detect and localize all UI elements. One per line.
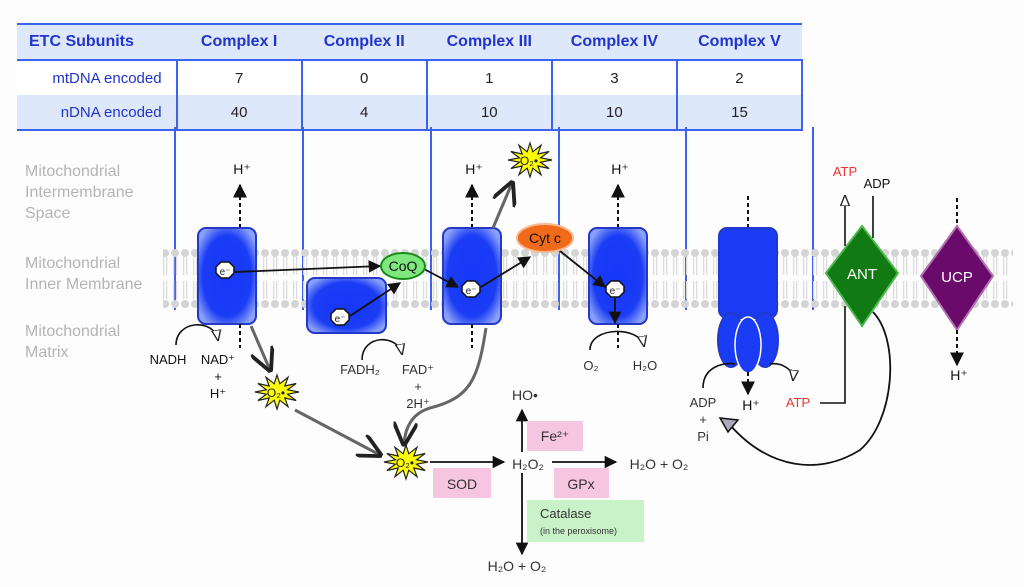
catalase-label: Catalase xyxy=(540,506,591,521)
ant-label: ANT xyxy=(847,266,877,283)
superoxide-label: O₂• xyxy=(396,456,414,470)
inner-membrane-bilayer xyxy=(163,249,1013,311)
electron-tokens: e⁻ e⁻ e⁻ e⁻ xyxy=(215,261,625,326)
h2o2-label: H₂O₂ xyxy=(512,456,544,472)
two-h-plus-label: 2H⁺ xyxy=(406,396,429,411)
atp-synthesis: ADP + Pi ATP ATP ADP xyxy=(690,164,892,466)
label-inner-membrane: Mitochondrial Inner Membrane xyxy=(25,255,143,293)
h2o-o2-label: H₂O + O₂ xyxy=(630,456,689,472)
superoxide-label: O₂• xyxy=(267,386,285,400)
etc-subunits-table: ETC Subunits Complex I Complex II Comple… xyxy=(17,23,804,131)
complex-ii xyxy=(306,277,387,334)
catalase-box xyxy=(527,500,644,542)
gpx-box xyxy=(554,468,609,498)
electron-flow-arrows xyxy=(234,250,622,325)
header-complex-iv: Complex IV xyxy=(570,33,658,50)
coq-carrier: CoQ xyxy=(380,252,426,280)
cell-value: 15 xyxy=(675,95,804,130)
fadh2-reaction: FADH₂ FAD⁺ + 2H⁺ xyxy=(340,338,434,411)
nad-plus-label: NAD⁺ xyxy=(201,352,235,367)
cell-value: 10 xyxy=(550,95,677,130)
h-plus-label: H⁺ xyxy=(465,161,483,177)
catalase-note: (in the peroxisome) xyxy=(540,526,617,536)
sod-label: SOD xyxy=(447,476,477,492)
ucp-label: UCP xyxy=(941,269,973,286)
h2o-o2-label: H₂O + O₂ xyxy=(488,558,547,574)
h-plus-label: H⁺ xyxy=(742,397,760,413)
fe2-box xyxy=(527,421,583,451)
nadh-reaction: NADH NAD⁺ + H⁺ xyxy=(150,324,235,401)
atp-label: ATP xyxy=(833,164,857,179)
cell-value: 10 xyxy=(425,95,552,130)
electron-label: e⁻ xyxy=(220,267,231,278)
header-complex-iii: Complex III xyxy=(446,33,532,50)
fad-plus-label: FAD⁺ xyxy=(402,362,434,377)
fe2-label: Fe²⁺ xyxy=(541,428,569,444)
plus-sign: + xyxy=(699,412,707,427)
cytc-label: Cyt c xyxy=(529,230,561,246)
ho-radical-label: HO• xyxy=(512,387,538,403)
cell-value: 1 xyxy=(425,60,552,95)
o2-label: O₂ xyxy=(583,358,598,373)
header-complex-i: Complex I xyxy=(200,33,278,50)
cell-value: 4 xyxy=(300,95,427,130)
complex-i: H⁺ xyxy=(197,161,257,348)
electron-label: e⁻ xyxy=(610,286,621,297)
cell-value: 0 xyxy=(300,60,427,95)
superoxide-bursts: O₂• O₂• O₂• xyxy=(254,141,553,481)
h-plus-label: H⁺ xyxy=(950,367,968,383)
h-plus-label: H⁺ xyxy=(611,161,629,177)
superoxide-label: O₂• xyxy=(520,154,538,168)
cell-value: 2 xyxy=(675,60,804,95)
plus-sign: + xyxy=(414,379,422,394)
oxygen-reduction: O₂ H₂O xyxy=(583,330,658,373)
complex-iv: H⁺ xyxy=(588,161,648,348)
header-complex-ii: Complex II xyxy=(323,33,405,50)
h2o-label: H₂O xyxy=(633,358,658,373)
header-etc-subunits: ETC Subunits xyxy=(29,33,134,50)
electron-label: e⁻ xyxy=(335,314,346,325)
cell-value: 40 xyxy=(175,95,302,130)
nadh-label: NADH xyxy=(150,352,187,367)
table-row-ndna: nDNA encoded 40 4 10 10 15 xyxy=(17,95,804,130)
coq-label: CoQ xyxy=(389,258,418,274)
superoxide-paths xyxy=(249,183,512,455)
superoxide-burst: O₂• xyxy=(507,141,553,179)
plus-sign: + xyxy=(214,369,222,384)
electron-label: e⁻ xyxy=(466,286,477,297)
cell-value: 3 xyxy=(550,60,677,95)
table-row-mtdna: mtDNA encoded 7 0 1 3 2 xyxy=(17,60,804,95)
gpx-label: GPx xyxy=(567,476,594,492)
fadh2-label: FADH₂ xyxy=(340,362,380,377)
label-intermembrane-space: Mitochondrial Intermembrane Space xyxy=(25,163,134,222)
adp-label: ADP xyxy=(864,176,891,191)
atp-label: ATP xyxy=(786,395,810,410)
adp-label: ADP xyxy=(690,395,717,410)
complex-iii: H⁺ xyxy=(442,161,502,348)
cytochrome-c: Cyt c xyxy=(516,223,574,253)
row-label: nDNA encoded xyxy=(60,103,162,121)
h-plus-label: H⁺ xyxy=(233,161,251,177)
sod-box xyxy=(433,468,491,498)
ant-transporter: ANT xyxy=(824,224,900,328)
table-header-row: ETC Subunits Complex I Complex II Comple… xyxy=(17,24,802,60)
superoxide-burst: O₂• xyxy=(383,443,429,481)
ucp-transporter: UCP H⁺ xyxy=(919,198,995,383)
cell-value: 7 xyxy=(175,60,302,95)
column-dividers xyxy=(174,127,814,310)
pi-label: Pi xyxy=(697,429,709,444)
label-matrix: Mitochondrial Matrix xyxy=(25,323,121,361)
h-plus-label: H⁺ xyxy=(210,386,226,401)
header-complex-v: Complex V xyxy=(698,33,781,50)
ros-detox-pathway: SOD H₂O₂ HO• Fe²⁺ GPx H₂O + O₂ Catalase … xyxy=(430,387,688,574)
row-label: mtDNA encoded xyxy=(52,69,162,87)
complex-v: H⁺ xyxy=(717,196,779,413)
superoxide-burst: O₂• xyxy=(254,373,300,411)
